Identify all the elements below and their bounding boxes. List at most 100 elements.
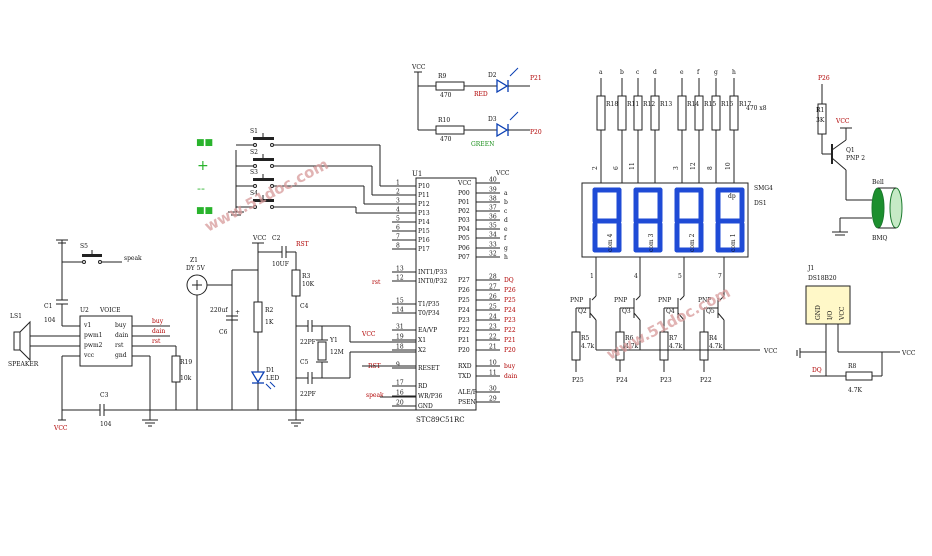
pin-label: P21	[458, 337, 470, 344]
pin-label: X1	[418, 337, 426, 344]
pin-label: P25	[458, 297, 470, 304]
resistor-label: R17	[739, 101, 751, 108]
u2-label: U2	[80, 307, 89, 314]
vcc-net: VCC	[361, 331, 376, 338]
pin-label: PSEN	[458, 399, 476, 406]
r19-value: 10k	[180, 375, 192, 382]
display-digit: com 3	[633, 187, 663, 253]
s5-speak: speak	[124, 255, 142, 262]
u2-pin-right: gnd	[115, 352, 127, 359]
key-switch[interactable]: S1	[236, 128, 392, 187]
c5-value: 22PF	[300, 391, 316, 398]
driver-pin: 7	[718, 273, 722, 280]
pin-number: 29	[489, 396, 497, 403]
driver-net: P25	[572, 377, 584, 384]
ds1-body	[581, 182, 749, 258]
u2-pin-right: rst	[115, 342, 124, 349]
switch-label: S3	[250, 169, 258, 176]
pin-label: T1/P35	[418, 301, 440, 308]
pnp-label: PNP	[658, 297, 671, 304]
u2-pin-left: v1	[83, 322, 91, 329]
u2-pin-left: vcc	[83, 352, 95, 359]
pin-net: e	[504, 226, 508, 233]
rst-net: rst	[372, 279, 381, 286]
c5-label: C5	[300, 359, 309, 366]
u1-label: U1	[412, 170, 422, 178]
driver-pin: 4	[634, 273, 638, 280]
u1-part: STC89C51RC	[416, 416, 465, 424]
r19-label: R19	[180, 359, 192, 366]
driver-resistor: R4	[709, 335, 718, 342]
driver-resistor-value: 4.7k	[581, 343, 595, 350]
voice-net-dain: dain	[152, 328, 165, 335]
pin-net: g	[504, 245, 508, 252]
pin-number: 38	[489, 196, 497, 203]
pin-number: 24	[489, 314, 497, 321]
r2-vcc: VCC	[252, 235, 267, 242]
seg-pin-number: 2	[592, 166, 599, 170]
segment-letter: d	[653, 69, 657, 76]
r1-label: R1	[816, 107, 824, 114]
pin-label: INT0/P32	[418, 278, 447, 285]
pin-number: 36	[489, 214, 497, 221]
q1-label: Q1	[846, 147, 855, 154]
pin-number: 27	[489, 284, 497, 291]
pin-net: P24	[504, 307, 516, 314]
key-switch[interactable]: S4	[236, 190, 392, 214]
pin-label: RXD	[458, 363, 472, 370]
d1-label: D1	[266, 367, 275, 374]
pin-number: 30	[489, 386, 497, 393]
pin-label: P16	[418, 237, 430, 244]
pin-label: T0/P34	[418, 310, 440, 317]
q-label: Q3	[622, 308, 631, 315]
ds-pin-label: I/O	[827, 311, 834, 320]
ds-vcc: VCC	[901, 350, 916, 357]
key-switch[interactable]: S2	[236, 149, 392, 196]
ds-pin-label: VCC	[839, 306, 846, 321]
q-label: Q4	[666, 308, 675, 315]
pin-net: P23	[504, 317, 516, 324]
u2-pin-right: buy	[115, 322, 127, 329]
pin-label: P02	[458, 208, 470, 215]
resistor-label: R11	[627, 101, 639, 108]
s5-label: S5	[80, 243, 88, 250]
pin-number: 1	[396, 180, 400, 187]
sw-plus-glyph: +	[197, 158, 209, 174]
r1-value: 3K	[816, 117, 825, 124]
driver-pin: 5	[678, 273, 682, 280]
com-label: com 3	[648, 233, 655, 252]
p20-label: P20	[530, 129, 542, 136]
u2-pin-left: pwm1	[84, 332, 102, 339]
pin-number: 9	[396, 362, 400, 369]
sw1-glyph: ■■	[196, 138, 213, 148]
r10-value: 470	[440, 136, 452, 143]
pin-label: P24	[458, 307, 470, 314]
key-switch[interactable]: S3	[236, 169, 392, 205]
pnp-label: PNP	[570, 297, 583, 304]
pin-label: P00	[458, 190, 470, 197]
pin-label: P10	[418, 183, 430, 190]
segment-letter: g	[714, 69, 718, 76]
r3-value: 10K	[302, 281, 315, 288]
resistor-label: R15	[704, 101, 716, 108]
c2-label: C2	[272, 235, 281, 242]
d2-label: D2	[488, 72, 497, 79]
r8-value: 4.7K	[848, 387, 863, 394]
pin-label: P06	[458, 245, 470, 252]
voice-label: VOICE	[99, 307, 121, 314]
p26-net: P26	[818, 75, 830, 82]
